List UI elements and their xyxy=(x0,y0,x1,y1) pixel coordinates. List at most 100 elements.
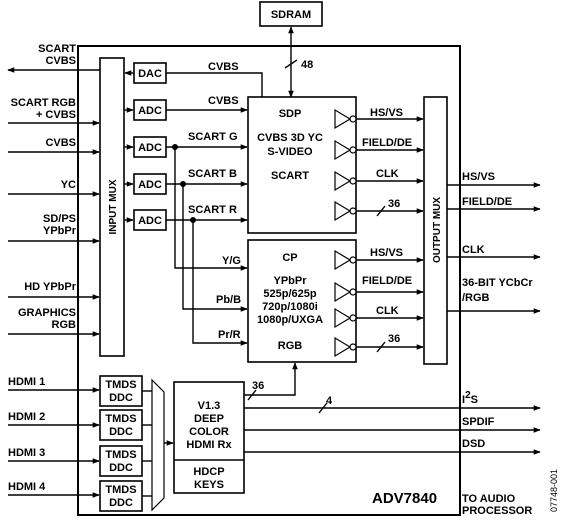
scart-rgb-label-1: SCART RGB xyxy=(11,97,76,109)
adc-label-3: ADC xyxy=(138,179,162,191)
sdps-ypbpr-label-2: YPbPr xyxy=(43,225,77,237)
sdp-line2: S-VIDEO xyxy=(267,146,313,158)
hdmi4-label: HDMI 4 xyxy=(8,481,46,493)
output-mux-label: OUTPUT MUX xyxy=(432,197,443,263)
yc-input-label: YC xyxy=(61,179,76,191)
sdp-line1: CVBS 3D YC xyxy=(257,132,323,144)
cp-bus-width: 36 xyxy=(388,333,400,345)
tmds-label-4: TMDS xyxy=(105,484,136,496)
out-ycbcr-label-1: 36-BIT YCbCr xyxy=(462,277,533,289)
r-to-cp-wire xyxy=(192,220,248,346)
tmds-label-2: TMDS xyxy=(105,413,136,425)
spdif-label: SPDIF xyxy=(462,416,495,428)
adc-label-2: ADC xyxy=(138,142,162,154)
hdmi2-label: HDMI 2 xyxy=(8,411,45,423)
sdp-driver-1-bubble xyxy=(349,115,357,123)
sdp-bus-width: 36 xyxy=(388,198,400,210)
cp-clk-label: CLK xyxy=(376,305,399,317)
hdmi1-label: HDMI 1 xyxy=(8,376,45,388)
sdp-driver-2-bubble xyxy=(349,146,357,154)
sdp-line3: SCART xyxy=(271,170,309,182)
sdp-title: SDP xyxy=(279,108,302,120)
hdmi-rx-line1: V1.3 xyxy=(198,400,221,412)
scart-r-label: SCART R xyxy=(188,204,237,216)
hdcp-line1: HDCP xyxy=(193,466,224,478)
sdps-ypbpr-label-1: SD/PS xyxy=(43,213,76,225)
hdmi3-label: HDMI 3 xyxy=(8,447,45,459)
sdp-driver-2 xyxy=(334,139,352,161)
ddc-label-2: DDC xyxy=(109,426,133,438)
ddc-label-3: DDC xyxy=(109,462,133,474)
out-ycbcr-label-2: /RGB xyxy=(462,292,490,304)
hdmi-rx-line2: DEEP xyxy=(194,413,224,425)
out-hsvs-label: HS/VS xyxy=(462,171,495,183)
sdp-hsvs-label: HS/VS xyxy=(370,107,403,119)
cp-driver-1-bubble xyxy=(349,256,357,264)
sdp-driver-4 xyxy=(334,200,352,222)
cp-driver-1 xyxy=(334,249,352,271)
sdram-box xyxy=(259,1,323,27)
scart-g-label: SCART G xyxy=(188,131,238,143)
scart-cvbs-out-label-1: SCART xyxy=(38,43,76,55)
hd-ypbpr-label: HD YPbPr xyxy=(24,281,76,293)
cp-line1: YPbPr xyxy=(273,275,307,287)
ddc-label-1: DDC xyxy=(109,392,133,404)
cp-driver-2-bubble xyxy=(349,288,357,296)
cp-driver-4 xyxy=(334,336,352,358)
audio-dest-line1: TO AUDIO xyxy=(462,493,516,505)
pr-r-label: Pr/R xyxy=(218,329,241,341)
dac-label: DAC xyxy=(138,68,162,80)
i2s-bus-width: 4 xyxy=(326,395,333,407)
figure-id: 07748-001 xyxy=(549,469,559,512)
cp-line2: 525p/625p xyxy=(263,288,316,300)
chip-name: ADV7840 xyxy=(372,490,437,507)
scart-rgb-label-2: + CVBS xyxy=(36,109,76,121)
adc-label-1: ADC xyxy=(138,105,162,117)
graphics-rgb-label-1: GRAPHICS xyxy=(18,307,76,319)
cvbs-input-label: CVBS xyxy=(45,137,76,149)
tmds-ddc-3 xyxy=(99,445,143,477)
sdp-driver-1 xyxy=(334,108,352,130)
sdp-driver-4-bubble xyxy=(349,207,357,215)
sdp-fieldde-label: FIELD/DE xyxy=(362,137,412,149)
out-fieldde-label: FIELD/DE xyxy=(462,196,512,208)
sdram-label: SDRAM xyxy=(271,9,311,21)
i2s-label-end: S xyxy=(471,394,478,406)
graphics-rgb-label-2: RGB xyxy=(52,319,77,331)
cp-fieldde-label: FIELD/DE xyxy=(362,275,412,287)
ddc-label-4: DDC xyxy=(109,497,133,509)
sdp-clk-label: CLK xyxy=(376,168,399,180)
adc-label-4: ADC xyxy=(138,215,162,227)
cp-driver-3 xyxy=(334,307,352,329)
i2s-label-main: I xyxy=(462,394,465,406)
cp-line3: 720p/1080i xyxy=(262,301,318,313)
hdmi-rx-line4: HDMI Rx xyxy=(186,439,232,451)
cp-driver-3-bubble xyxy=(349,314,357,322)
output-mux-box xyxy=(423,96,448,365)
hdmi-input-mux xyxy=(151,378,165,512)
tmds-label-1: TMDS xyxy=(105,379,136,391)
pb-b-label: Pb/B xyxy=(216,294,241,306)
hdmi-rx-line3: COLOR xyxy=(189,426,229,438)
dsd-label: DSD xyxy=(462,438,485,450)
cp-line5: RGB xyxy=(278,340,303,352)
i2s-bus-slash xyxy=(318,402,328,414)
sdram-bus-width: 48 xyxy=(301,59,313,71)
cvbs-second-label: CVBS xyxy=(208,95,239,107)
hdmi-rx-bus-slash xyxy=(247,389,257,401)
sdp-driver-3-bubble xyxy=(349,177,357,185)
i2s-label: I2S xyxy=(462,390,478,406)
cp-hsvs-label: HS/VS xyxy=(370,247,403,259)
cp-line4: 1080p/UXGA xyxy=(257,314,323,326)
input-mux-label: INPUT MUX xyxy=(108,179,119,234)
input-mux-box xyxy=(99,57,125,357)
g-to-cp-wire xyxy=(174,147,248,271)
cp-title: CP xyxy=(282,252,297,264)
hdcp-line2: KEYS xyxy=(194,479,224,491)
hdmi-rx-bus-width: 36 xyxy=(252,380,264,392)
cvbs-top-label: CVBS xyxy=(208,61,239,73)
tmds-label-3: TMDS xyxy=(105,449,136,461)
sdp-driver-3 xyxy=(334,170,352,192)
b-to-cp-wire xyxy=(182,184,248,312)
